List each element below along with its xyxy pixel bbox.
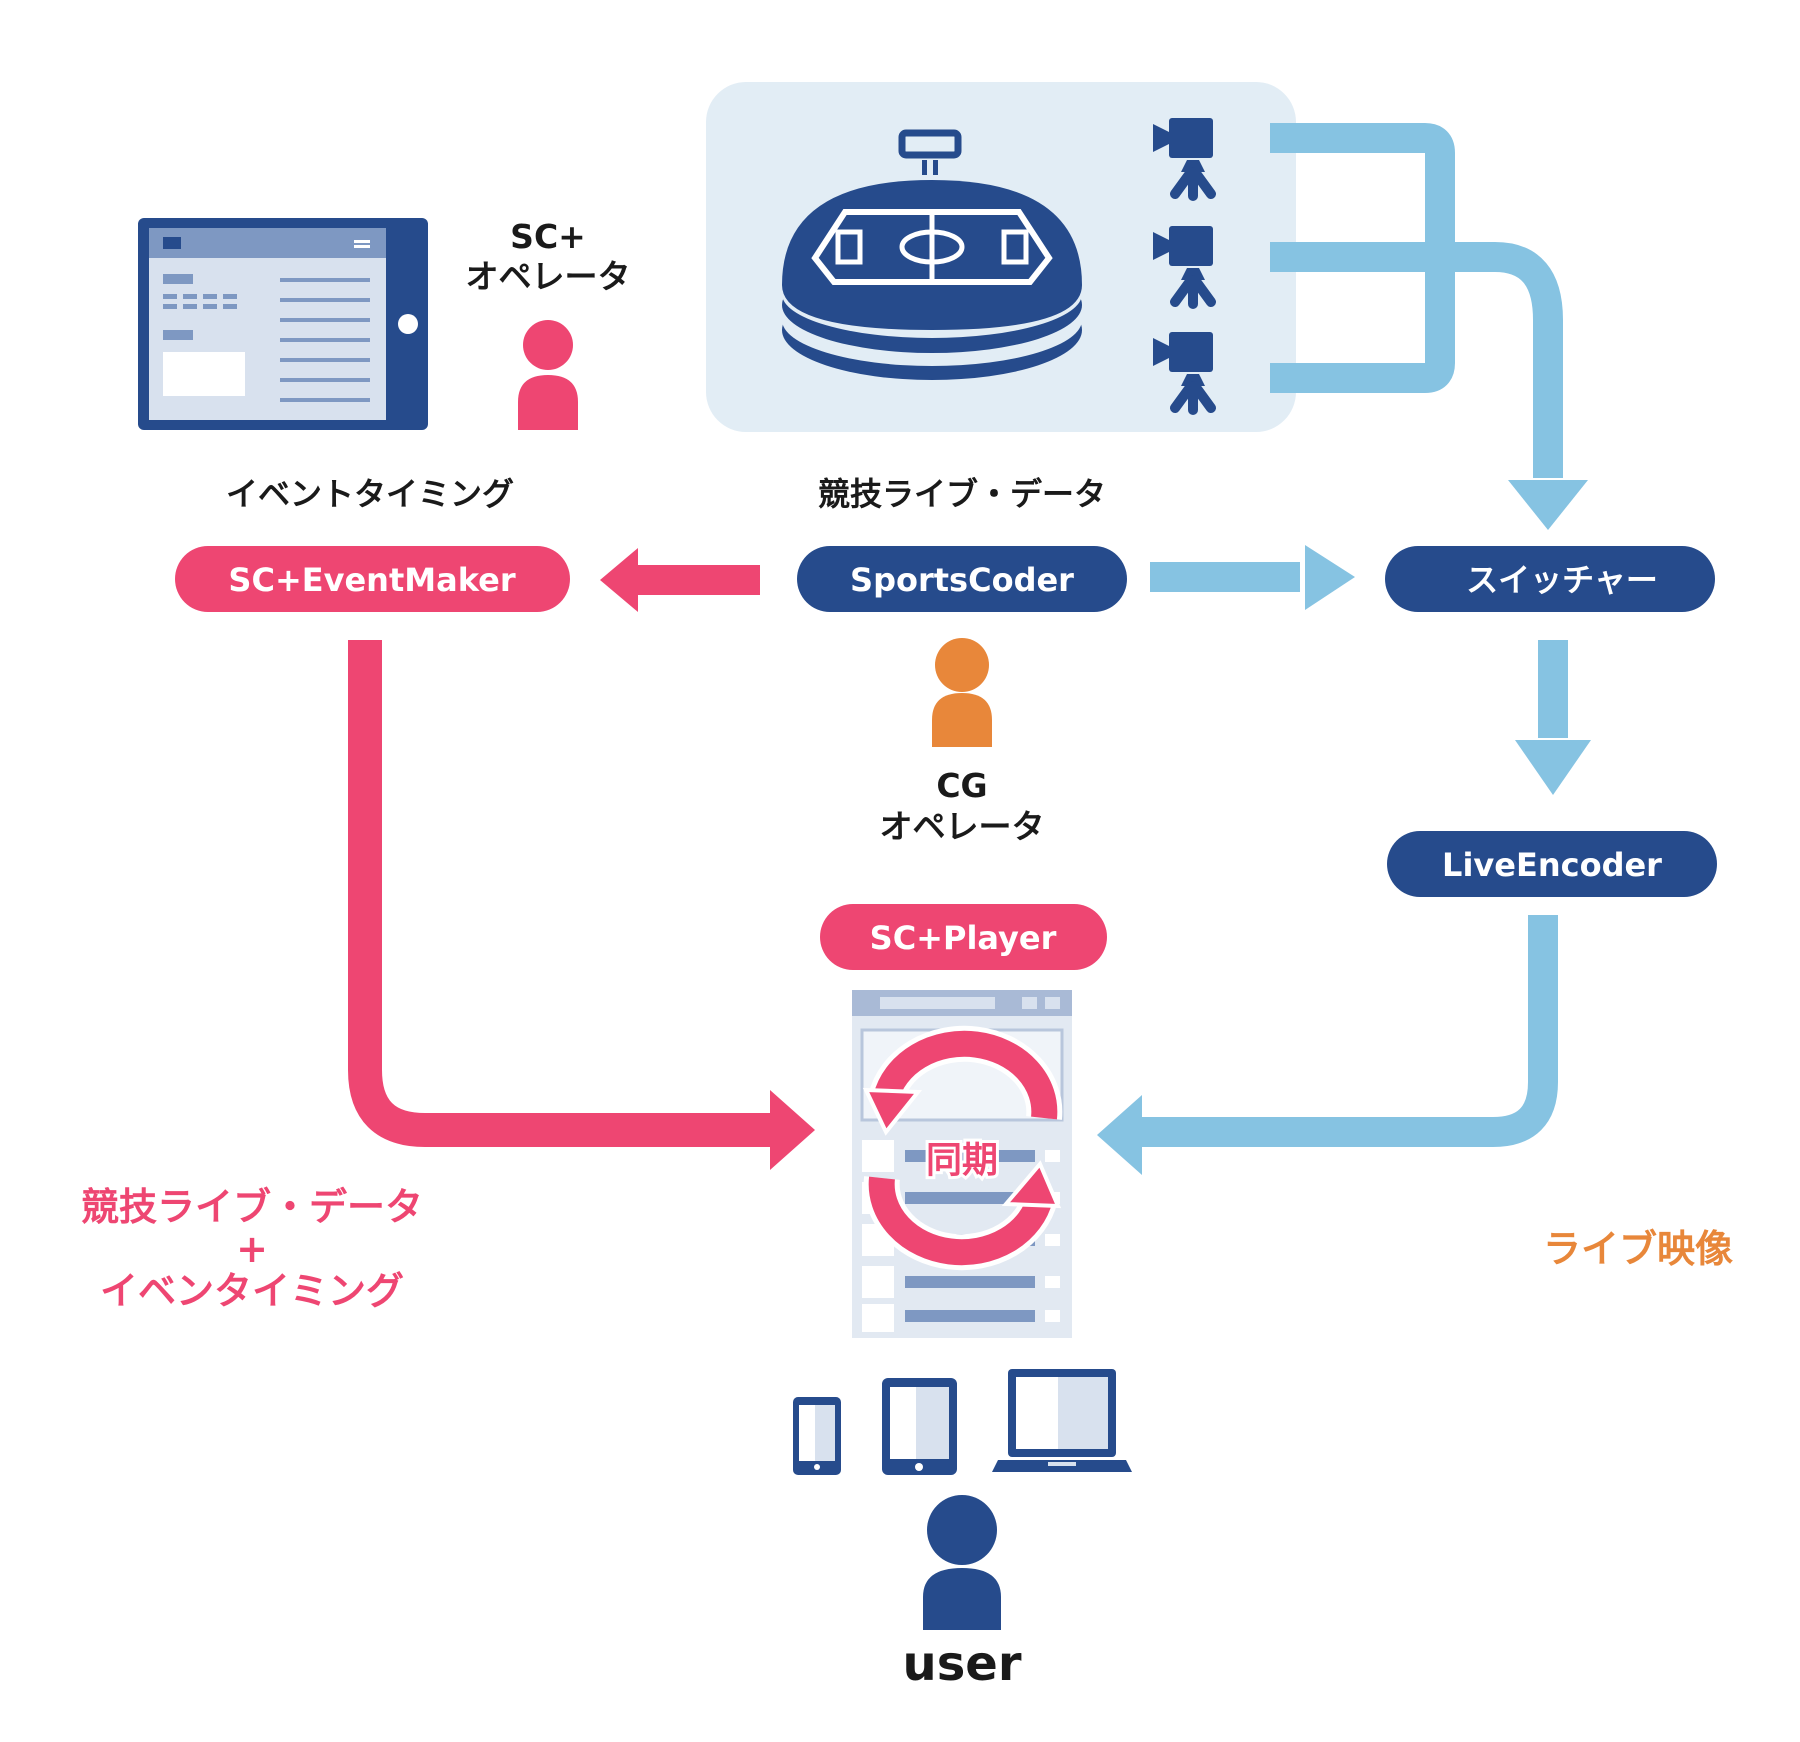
user-label: user [903, 1636, 1022, 1692]
cg-operator-label-line1: CG [936, 766, 987, 805]
right-annotation: ライブ映像 [1543, 1227, 1733, 1271]
player-label: SC+Player [870, 919, 1057, 957]
sc-plus-operator-label-line1: SC+ [510, 217, 586, 256]
player-node: SC+Player [820, 904, 1107, 970]
sync-label: 同期 [926, 1140, 998, 1181]
person-icon [518, 320, 578, 430]
eventmaker-to-player-line [348, 640, 780, 1147]
arrowhead-right [1305, 545, 1355, 610]
arrowhead-left [1097, 1095, 1142, 1175]
sc-plus-operator-label-line2: オペレータ [466, 257, 631, 296]
sc-plus-operator: SC+ オペレータ [466, 217, 631, 430]
video-flow-arrows [1130, 123, 1568, 1147]
sync-icon [862, 1025, 1063, 1271]
event-maker-label: SC+EventMaker [228, 561, 515, 599]
data-flow-arrows [348, 548, 815, 1170]
video-camera-icon [1153, 332, 1216, 415]
video-flow-arrowheads [1097, 480, 1591, 1175]
live-encoder-node: LiveEncoder [1387, 831, 1717, 897]
person-icon [923, 1495, 1001, 1630]
user: user [903, 1495, 1022, 1692]
left-annotation: 競技ライブ・データ + イベンタイミング [81, 1185, 423, 1313]
event-maker-node: SC+EventMaker [175, 546, 570, 612]
sports-coder-node: SportsCoder [797, 546, 1127, 612]
arrowhead-right [770, 1090, 815, 1170]
switcher-node: スイッチャー [1385, 546, 1715, 612]
cg-operator-label-line2: オペレータ [880, 807, 1045, 846]
tablet-icon [882, 1378, 957, 1475]
arrowhead-left [600, 548, 638, 612]
live-data-label: 競技ライブ・データ [818, 475, 1106, 513]
stadium-area [706, 82, 1296, 432]
video-camera-icon [1153, 118, 1216, 201]
arrowhead-down [1508, 480, 1588, 530]
video-camera-icon [1153, 226, 1216, 309]
stadium-icon [782, 129, 1082, 380]
left-annotation-line3: イベンタイミング [100, 1269, 404, 1313]
tablet-screen-icon [138, 218, 428, 430]
left-annotation-line1: 競技ライブ・データ [81, 1185, 423, 1229]
camera-feed-line-2 [1270, 242, 1563, 478]
laptop-icon [992, 1369, 1132, 1472]
arrowhead-down [1515, 740, 1591, 795]
smartphone-icon [793, 1397, 841, 1475]
switcher-label: スイッチャー [1466, 561, 1658, 599]
person-icon [932, 638, 992, 747]
cg-operator: CG オペレータ [880, 638, 1045, 846]
left-annotation-line2: + [236, 1227, 268, 1271]
encoder-to-player-line [1130, 915, 1558, 1147]
player-screen: 同期 [852, 990, 1072, 1338]
sports-coder-label: SportsCoder [850, 561, 1074, 599]
event-timing-label: イベントタイミング [226, 475, 514, 513]
live-encoder-label: LiveEncoder [1442, 846, 1662, 884]
